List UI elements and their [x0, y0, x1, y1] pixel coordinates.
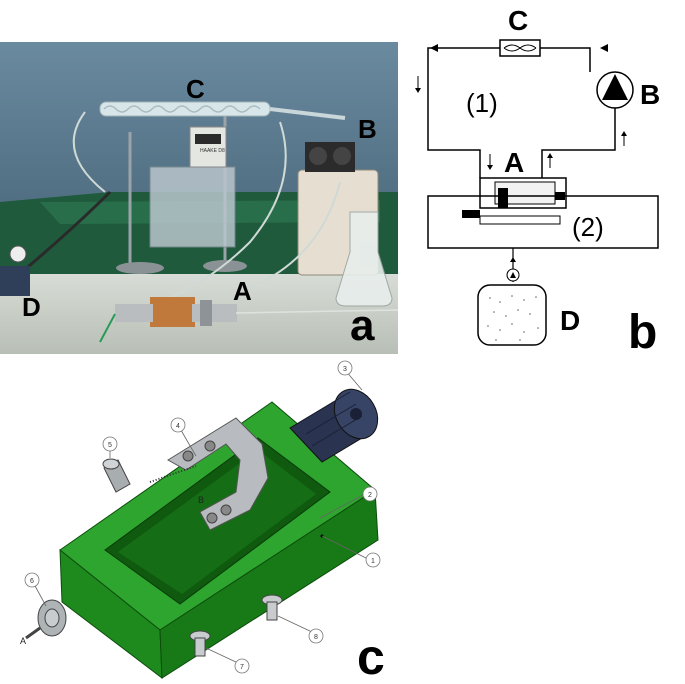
inner-label-a: A	[20, 636, 26, 646]
fitting-7	[189, 630, 211, 657]
callout-8-circle	[308, 628, 324, 644]
cad-panel: 1 2 3 4 5 6 7 8 A B c	[0, 360, 685, 684]
callout-6: 6	[30, 578, 34, 585]
gauge	[9, 245, 27, 263]
callout-7-circle	[234, 658, 250, 674]
callout-1-circle	[365, 552, 381, 568]
fitting-6	[25, 599, 67, 640]
callout-2-circle	[362, 486, 378, 502]
label-d: D	[22, 292, 41, 322]
loop-1-lines	[427, 47, 500, 178]
schematic-label-c: C	[508, 5, 528, 36]
flask	[335, 211, 393, 307]
callout-7: 7	[240, 664, 244, 671]
label-b: B	[358, 114, 377, 144]
schematic-label-d: D	[560, 305, 580, 336]
device-label: HAAKE D8	[200, 148, 225, 154]
knob	[289, 388, 379, 463]
callout-3-circle	[337, 360, 353, 376]
callout-2: 2	[368, 492, 372, 499]
bracket	[167, 417, 269, 531]
callout-1: 1	[371, 558, 375, 565]
loop-1-label: (1)	[466, 88, 498, 118]
schematic-label-a: A	[504, 147, 524, 178]
condenser-tube	[99, 101, 271, 117]
callout-5-circle	[102, 436, 118, 452]
thermostat-box	[149, 166, 236, 248]
label-a: A	[233, 276, 252, 306]
label-c: C	[186, 74, 205, 104]
inner-label-b: B	[198, 495, 204, 505]
schematic-label-b: B	[640, 79, 660, 110]
callout-3: 3	[343, 366, 347, 373]
callout-4: 4	[176, 423, 180, 430]
loop-2-label: (2)	[572, 212, 604, 242]
cell-body	[150, 297, 195, 327]
callout-8: 8	[314, 634, 318, 641]
panel-letter-a: a	[350, 301, 375, 350]
callout-4-circle	[170, 417, 186, 433]
callout-6-circle	[24, 572, 40, 588]
schematic-panel: C B A D (1) (2) b	[400, 0, 685, 360]
fitting-8	[261, 594, 283, 621]
panel-letter-c: c	[357, 629, 385, 679]
reservoir-symbol	[477, 284, 547, 346]
photo-panel: HAAKE D8 C B A D a	[0, 42, 399, 354]
loop-2-box	[427, 195, 659, 249]
callout-5: 5	[108, 442, 112, 449]
panel-letter-b: b	[628, 306, 657, 359]
